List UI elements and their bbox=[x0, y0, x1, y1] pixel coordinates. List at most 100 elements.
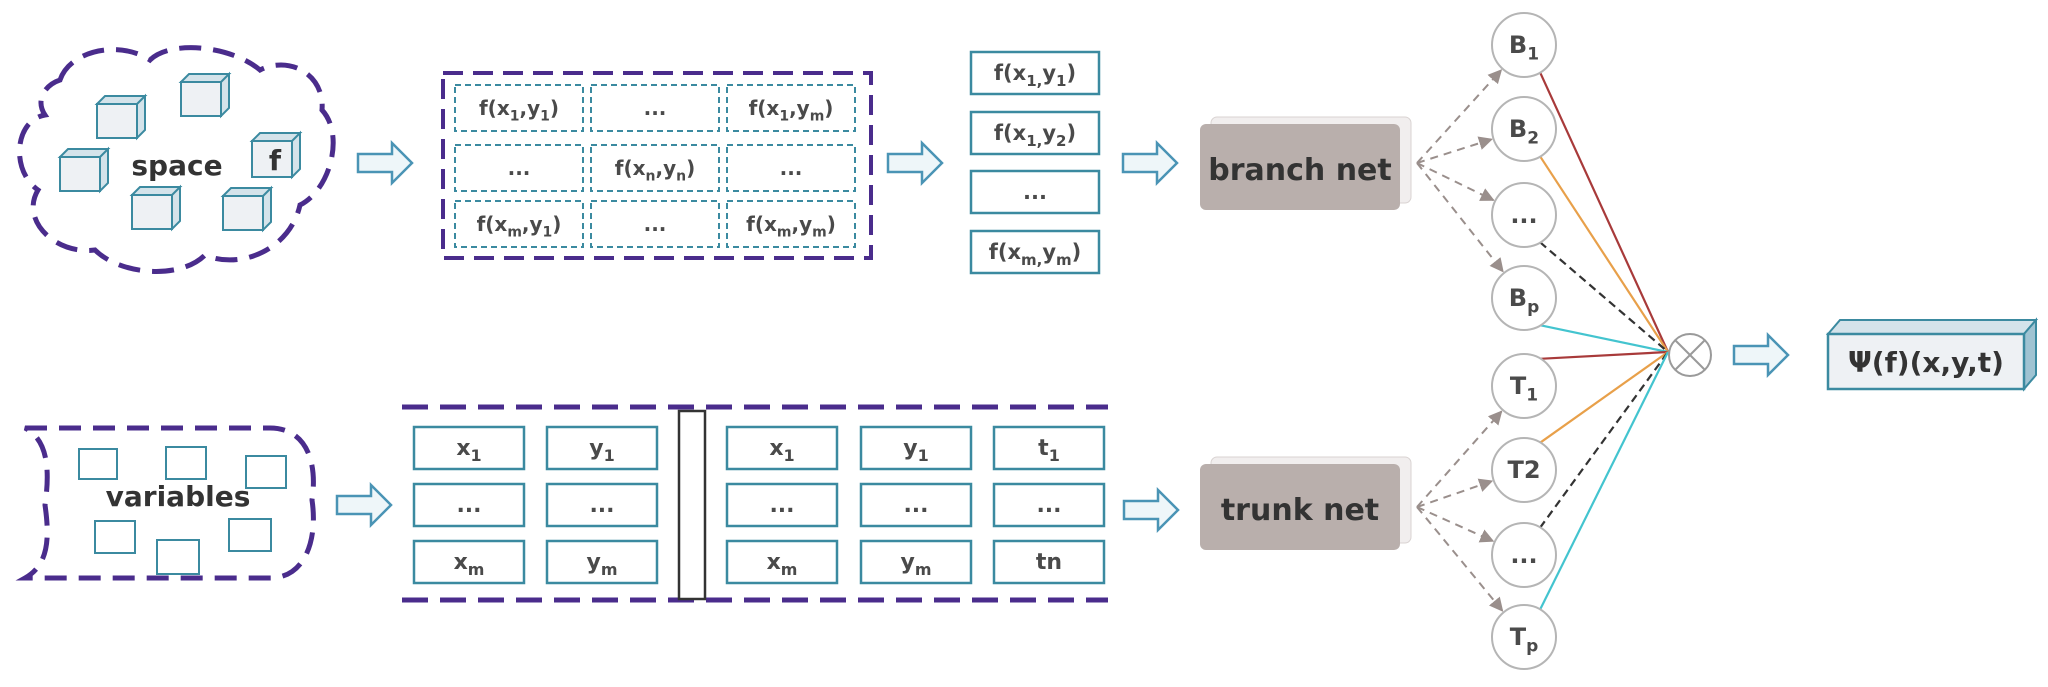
grid-cell bbox=[726, 144, 856, 192]
grid-cell-text: ... bbox=[644, 96, 667, 120]
variable-square-4 bbox=[94, 520, 136, 554]
variable-square-3 bbox=[245, 455, 287, 489]
grid-cell-text: ... bbox=[508, 156, 531, 180]
branch-merge-line bbox=[1539, 241, 1669, 353]
variables-outline bbox=[15, 425, 316, 581]
vector-cell-text: f(xm,ym) bbox=[989, 240, 1082, 269]
branch-node-label: Bp bbox=[1509, 284, 1539, 318]
variable-square-5 bbox=[228, 518, 272, 552]
trunk-cell bbox=[859, 482, 973, 528]
flow-arrow-3 bbox=[1121, 139, 1179, 187]
trunk-divider bbox=[677, 409, 707, 601]
branch-net-box bbox=[1200, 124, 1400, 210]
flow-arrow-6 bbox=[1732, 331, 1790, 379]
trunk-cell bbox=[545, 539, 659, 585]
grid-cell bbox=[590, 200, 720, 248]
grid-cell bbox=[454, 200, 584, 248]
trunk-cell-text: y1 bbox=[589, 436, 614, 465]
grid-cell bbox=[590, 84, 720, 132]
flow-arrow-4 bbox=[335, 481, 393, 529]
flow-arrow-5 bbox=[1122, 486, 1180, 534]
trunk-cell-text: x1 bbox=[769, 436, 794, 465]
trunk-cell-text: xm bbox=[454, 550, 485, 579]
variables-region: variables bbox=[15, 425, 316, 581]
vector-cell bbox=[969, 110, 1101, 156]
sensor-cube-2 bbox=[178, 71, 232, 119]
trunk-node bbox=[1491, 604, 1557, 670]
branch-node bbox=[1491, 96, 1557, 162]
branch-node-label: B2 bbox=[1509, 115, 1539, 149]
grid-cell bbox=[590, 144, 720, 192]
trunk-cell-text: t1 bbox=[1038, 436, 1060, 465]
trunk-node-label: Tp bbox=[1510, 623, 1539, 657]
trunk-merge-line bbox=[1539, 351, 1669, 529]
variable-square-6 bbox=[156, 539, 200, 575]
trunk-net-label: trunk net bbox=[1221, 493, 1379, 528]
variables-label: variables bbox=[106, 480, 251, 513]
vector-cell-text: f(x1,y1) bbox=[994, 61, 1076, 90]
trunk-cell-text: ... bbox=[589, 493, 614, 518]
sensor-grid: f(x1,y1)...f(x1,ym)...f(xn,yn)...f(xm,y1… bbox=[441, 71, 873, 260]
grid-cell-text: f(xm,ym) bbox=[746, 212, 836, 241]
branch-node bbox=[1491, 182, 1557, 248]
grid-cell bbox=[454, 84, 584, 132]
vector-cell bbox=[969, 50, 1101, 96]
vector-cell bbox=[969, 169, 1101, 215]
variable-square-2 bbox=[165, 446, 207, 480]
trunk-cell bbox=[545, 482, 659, 528]
trunk-cell-text: ym bbox=[900, 550, 931, 579]
branch-merge-line bbox=[1539, 155, 1669, 353]
connections bbox=[1416, 69, 1670, 612]
trunk-cell-text: x1 bbox=[456, 436, 481, 465]
branch-fan-line bbox=[1416, 162, 1504, 273]
sensor-cube-3 bbox=[57, 146, 111, 194]
branch-node bbox=[1491, 265, 1557, 331]
branch-merge-line bbox=[1538, 71, 1670, 353]
flow-arrow-2 bbox=[886, 139, 944, 187]
trunk-cell-text: ... bbox=[769, 493, 794, 518]
trunk-node bbox=[1491, 437, 1557, 503]
sensor-grid-frame bbox=[441, 71, 873, 260]
trunk-cell bbox=[992, 539, 1106, 585]
trunk-cell bbox=[412, 482, 526, 528]
grid-cell bbox=[726, 200, 856, 248]
trunk-cell-text: tn bbox=[1036, 550, 1062, 575]
branch-node bbox=[1491, 12, 1557, 78]
trunk-merge-line bbox=[1539, 351, 1669, 444]
branch-fan-line bbox=[1416, 162, 1495, 202]
trunk-cell-text: ym bbox=[586, 550, 617, 579]
trunk-cell bbox=[992, 425, 1106, 471]
trunk-cell bbox=[992, 482, 1106, 528]
trunk-cell-text: ... bbox=[1036, 493, 1061, 518]
trunk-cell bbox=[859, 539, 973, 585]
trunk-merge-line bbox=[1539, 350, 1669, 360]
space-region: f space bbox=[17, 45, 336, 274]
space-cloud-outline bbox=[17, 45, 336, 274]
sensor-cube-4 bbox=[129, 184, 183, 232]
trunk-cell-text: ... bbox=[903, 493, 928, 518]
trunk-node bbox=[1491, 522, 1557, 588]
trunk-cell bbox=[412, 539, 526, 585]
grid-cell-text: f(xn,yn) bbox=[615, 156, 695, 185]
grid-cell-text: f(xm,y1) bbox=[477, 212, 562, 241]
trunk-net-box bbox=[1200, 464, 1400, 550]
grid-cell bbox=[726, 84, 856, 132]
grid-cell-text: f(x1,ym) bbox=[749, 96, 834, 125]
flow-arrows bbox=[335, 139, 1790, 534]
f-label: f bbox=[269, 144, 282, 177]
branch-fan-line bbox=[1416, 69, 1503, 164]
trunk-cell bbox=[725, 539, 839, 585]
trunk-cell-text: xm bbox=[767, 550, 798, 579]
trunk-cell bbox=[412, 425, 526, 471]
grid-cell bbox=[454, 144, 584, 192]
grid-cell-text: ... bbox=[780, 156, 803, 180]
trunk-fan-line bbox=[1416, 506, 1504, 612]
trunk-net: trunk net bbox=[1200, 456, 1412, 550]
output-label: Ψ(f)(x,y,t) bbox=[1848, 346, 2004, 379]
output-box-top bbox=[1825, 319, 2039, 335]
trunk-cell-text: y1 bbox=[903, 436, 928, 465]
